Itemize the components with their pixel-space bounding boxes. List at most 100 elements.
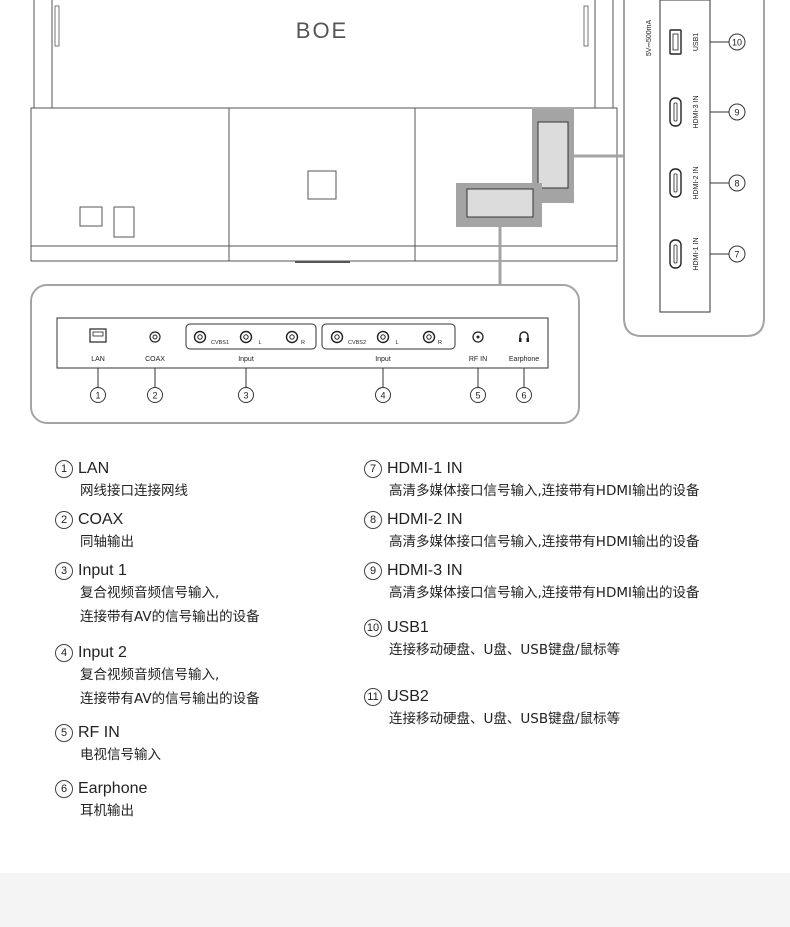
legend-item-head: 7 HDMI-1 IN [364, 459, 699, 479]
legend-item-head: 2 COAX [55, 510, 134, 530]
legend-title: USB2 [387, 688, 429, 705]
bottom-port-6: Earphone 6 [509, 331, 539, 403]
number-badge [728, 33, 746, 51]
legend-title: Input 2 [78, 644, 127, 661]
bottom-port-5: RF IN5 [469, 331, 487, 403]
bottom-port-label: COAX [145, 356, 165, 363]
number-badge-text: 1 [95, 391, 100, 401]
lan-port-pins [92, 331, 104, 337]
bottom-port-label: LAN [91, 356, 105, 363]
side-port-1: USB1 10 [669, 29, 746, 55]
number-badge-text: 6 [521, 391, 526, 401]
rca-jack-icon [193, 330, 207, 344]
legend-description: 连接移动硬盘、U盘、USB键盘/鼠标等 [389, 711, 621, 727]
rf-port-pin [476, 335, 480, 339]
legend-description: 耳机输出 [80, 803, 134, 819]
legend-description: 高清多媒体接口信号输入,连接带有HDMI输出的设备 [389, 483, 700, 499]
hdmi-port-inner [673, 102, 678, 122]
legend-description: 电视信号输入 [80, 747, 161, 763]
headphone-cup-left [519, 338, 522, 342]
side-port-label: USB1 [693, 33, 700, 51]
legend-description: 连接移动硬盘、U盘、USB键盘/鼠标等 [389, 642, 621, 658]
hdmi-port-icon [669, 97, 682, 127]
legend-description: 高清多媒体接口信号输入,连接带有HDMI输出的设备 [389, 534, 700, 550]
rca-jack-label: R [438, 340, 442, 346]
legend-item-head: 3 Input 1 [55, 561, 260, 581]
rca-jack-icon [376, 330, 390, 344]
legend-title: HDMI-3 IN [387, 562, 463, 579]
side-port-label: HDMI-3 IN [693, 95, 700, 128]
legend-item: 10 USB1 连接移动硬盘、U盘、USB键盘/鼠标等 [364, 618, 620, 662]
bottom-port-label: Input [375, 356, 391, 363]
rca-jack-inner [289, 334, 295, 340]
legend-number-badge: 10 [364, 619, 382, 637]
headphone-icon [519, 331, 529, 340]
side-port-label: HDMI-2 IN [693, 166, 700, 199]
bottom-port-label: Input [238, 356, 254, 363]
number-badge [728, 103, 746, 121]
legend-title: COAX [78, 511, 124, 528]
legend-number-badge: 5 [55, 724, 73, 742]
usb-port-inner [672, 33, 679, 51]
rf-port-icon [472, 331, 484, 343]
number-badge-text: 8 [734, 179, 739, 189]
side-port-2: HDMI-3 IN 9 [669, 95, 746, 129]
hdmi-port-inner [673, 244, 678, 264]
number-badge-text: 9 [734, 108, 739, 118]
legend-number-badge: 2 [55, 511, 73, 529]
legend-item-head: 10 USB1 [364, 618, 620, 638]
legend-item-head: 4 Input 2 [55, 643, 260, 663]
side-port-label: HDMI-1 IN [693, 237, 700, 270]
side-port-callout: 5V⎓500mA [623, 0, 765, 337]
rca-jack-inner [380, 334, 386, 340]
number-badge [238, 387, 254, 403]
number-badge-text: 10 [732, 38, 742, 48]
rca-jack-icon [422, 330, 436, 344]
number-badge-text: 4 [380, 391, 385, 401]
legend-description: 连接带有AV的信号输出的设备 [80, 609, 260, 625]
rca-jack-icon [285, 330, 299, 344]
legend-item: 5 RF IN 电视信号输入 [55, 723, 161, 767]
number-badge [147, 387, 163, 403]
legend-item-head: 5 RF IN [55, 723, 161, 743]
legend-title: Input 1 [78, 562, 127, 579]
bottom-port-callout [30, 284, 580, 424]
rca-jack-label: R [301, 340, 305, 346]
legend-title: RF IN [78, 724, 120, 741]
number-badge [728, 245, 746, 263]
legend-title: Earphone [78, 780, 148, 797]
legend-number-badge: 3 [55, 562, 73, 580]
headphone-cup-right [526, 338, 529, 342]
legend-number-badge: 4 [55, 644, 73, 662]
rca-jack-inner [197, 334, 203, 340]
legend-title: USB1 [387, 619, 429, 636]
bottom-port-label: Earphone [509, 356, 539, 363]
legend-title: HDMI-1 IN [387, 460, 463, 477]
legend-item-head: 6 Earphone [55, 779, 147, 799]
number-badge [375, 387, 391, 403]
side-port-3: HDMI-2 IN 8 [669, 166, 746, 200]
rca-jack-label: CVBS2 [348, 340, 366, 346]
bottom-port-1: LAN 1 [89, 328, 107, 403]
legend-description: 网线接口连接网线 [80, 483, 188, 499]
number-badge [516, 387, 532, 403]
legend-item: 7 HDMI-1 IN 高清多媒体接口信号输入,连接带有HDMI输出的设备 [364, 459, 699, 503]
legend-number-badge: 6 [55, 780, 73, 798]
tv-upper-body [33, 0, 614, 109]
lan-port-icon [89, 328, 107, 343]
legend-item: 6 Earphone 耳机输出 [55, 779, 147, 823]
number-badge [90, 387, 106, 403]
legend-number-badge: 7 [364, 460, 382, 478]
rca-jack-inner [243, 334, 249, 340]
